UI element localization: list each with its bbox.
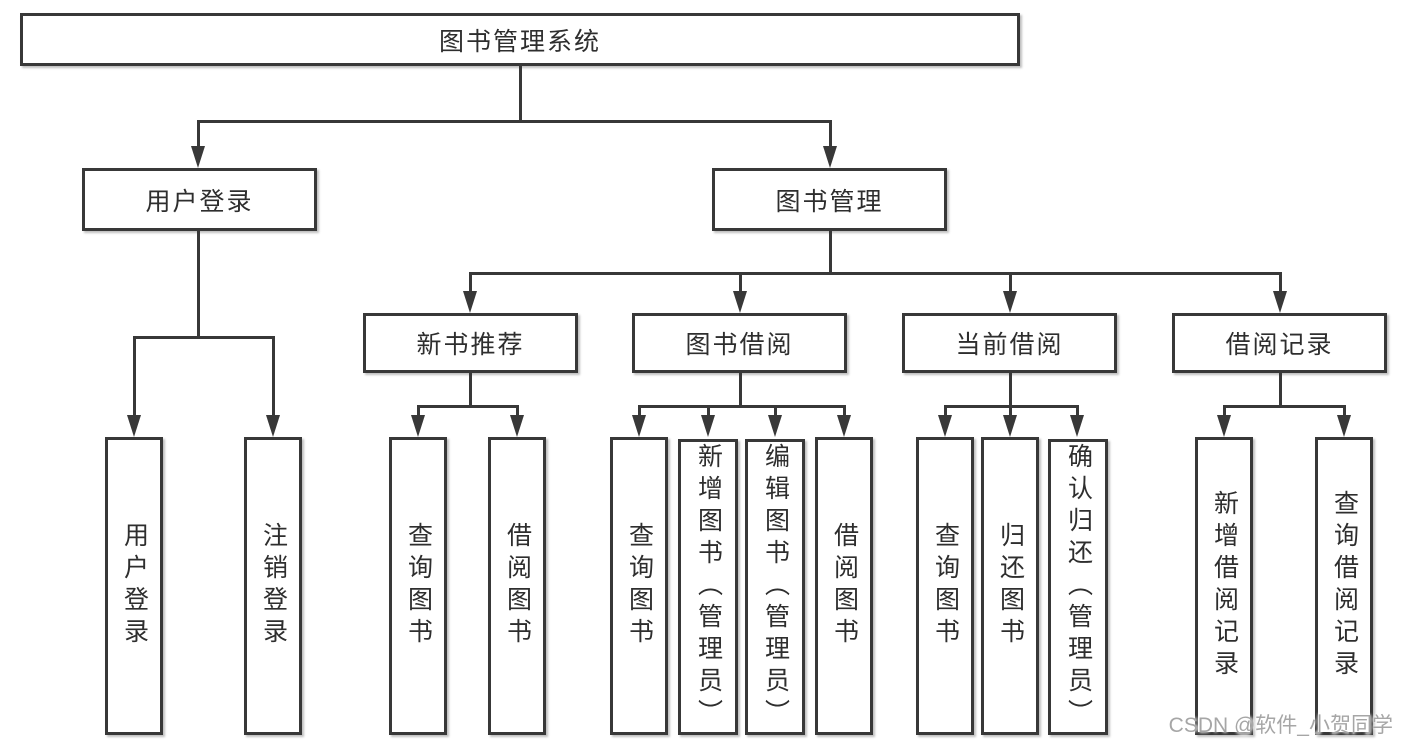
node-query-books-current: 查询图书 [916, 437, 974, 735]
node-add-book-admin: 新增图书（管理员） [678, 439, 738, 735]
arrowhead-icon [632, 415, 646, 437]
connector-line [829, 231, 832, 274]
node-new-book-recommend: 新书推荐 [363, 313, 578, 373]
connector-line [1343, 405, 1346, 419]
arrowhead-icon [701, 415, 715, 437]
connector-line [469, 371, 472, 407]
node-label: 查询借阅记录 [1330, 490, 1359, 682]
connector-line [774, 405, 777, 419]
node-query-books-borrowing: 查询图书 [610, 437, 668, 735]
connector-line [843, 405, 846, 419]
connector-line [417, 405, 420, 419]
arrowhead-icon [266, 415, 280, 437]
node-book-borrowing: 图书借阅 [632, 313, 847, 373]
connector-line [1223, 405, 1345, 408]
node-query-borrow-record: 查询借阅记录 [1315, 437, 1373, 735]
connector-line [829, 120, 832, 148]
connector-line [707, 405, 710, 419]
node-label: 当前借阅 [955, 331, 1064, 359]
node-user-login-leaf: 用户登录 [105, 437, 163, 735]
connector-line [638, 405, 845, 408]
arrowhead-icon [1070, 415, 1084, 437]
node-label: 图书借阅 [685, 331, 794, 359]
node-book-management: 图书管理 [712, 168, 947, 231]
connector-line [133, 336, 136, 417]
connector-line [469, 272, 472, 293]
arrowhead-icon [768, 415, 782, 437]
node-user-login: 用户登录 [82, 168, 317, 231]
node-label: 用户登录 [120, 522, 149, 650]
node-query-books-recommend: 查询图书 [389, 437, 447, 735]
connector-line [272, 336, 275, 417]
arrowhead-icon [127, 415, 141, 437]
node-borrow-book-recommend: 借阅图书 [488, 437, 546, 735]
node-label: 借阅图书 [830, 522, 859, 650]
connector-line [417, 405, 518, 408]
connector-line [1009, 405, 1012, 419]
node-borrowing-records: 借阅记录 [1172, 313, 1387, 373]
node-current-borrowing: 当前借阅 [902, 313, 1117, 373]
arrowhead-icon [1003, 415, 1017, 437]
node-label: 借阅记录 [1225, 331, 1334, 359]
node-label: 归还图书 [996, 522, 1025, 650]
arrowhead-icon [733, 291, 747, 313]
node-label: 用户登录 [145, 187, 254, 216]
node-label: 查询图书 [625, 522, 654, 650]
arrowhead-icon [823, 146, 837, 168]
connector-line [516, 405, 519, 419]
connector-line [739, 272, 742, 293]
connector-line [1279, 272, 1282, 293]
node-add-borrow-record: 新增借阅记录 [1195, 437, 1253, 735]
connector-line [469, 272, 1281, 275]
arrowhead-icon [1273, 291, 1287, 313]
node-label: 借阅图书 [503, 522, 532, 650]
arrowhead-icon [1003, 291, 1017, 313]
connector-line [197, 231, 200, 338]
connector-line [638, 405, 641, 419]
node-label: 确认归还（管理员） [1064, 443, 1093, 731]
node-label: 查询图书 [931, 522, 960, 650]
node-logout: 注销登录 [244, 437, 302, 735]
node-borrow-book: 借阅图书 [815, 437, 873, 735]
csdn-watermark: CSDN @软件_小贺同学 [1168, 714, 1393, 737]
node-label: 图书管理 [775, 187, 884, 216]
connector-line [197, 120, 200, 148]
node-return-book: 归还图书 [981, 437, 1039, 735]
arrowhead-icon [191, 146, 205, 168]
arrowhead-icon [837, 415, 851, 437]
arrowhead-icon [411, 415, 425, 437]
node-library-management-system: 图书管理系统 [20, 13, 1020, 66]
arrowhead-icon [510, 415, 524, 437]
connector-line [133, 336, 274, 339]
connector-line [1076, 405, 1079, 419]
node-label: 新书推荐 [416, 331, 525, 359]
connector-line [1223, 405, 1226, 419]
arrowhead-icon [463, 291, 477, 313]
connector-line [1009, 272, 1012, 293]
arrowhead-icon [1337, 415, 1351, 437]
connector-line [197, 120, 832, 123]
arrowhead-icon [1217, 415, 1231, 437]
node-label: 查询图书 [404, 522, 433, 650]
connector-line [519, 66, 522, 122]
connector-line [739, 371, 742, 407]
node-label: 注销登录 [259, 522, 288, 650]
node-label: 新增图书（管理员） [694, 443, 723, 731]
node-label: 编辑图书（管理员） [761, 443, 790, 731]
node-confirm-return-admin: 确认归还（管理员） [1048, 439, 1108, 735]
node-edit-book-admin: 编辑图书（管理员） [745, 439, 805, 735]
connector-line [944, 405, 947, 419]
node-label: 新增借阅记录 [1210, 490, 1239, 682]
arrowhead-icon [938, 415, 952, 437]
connector-line [1009, 371, 1012, 407]
connector-line [1279, 371, 1282, 407]
node-label: 图书管理系统 [438, 27, 601, 56]
